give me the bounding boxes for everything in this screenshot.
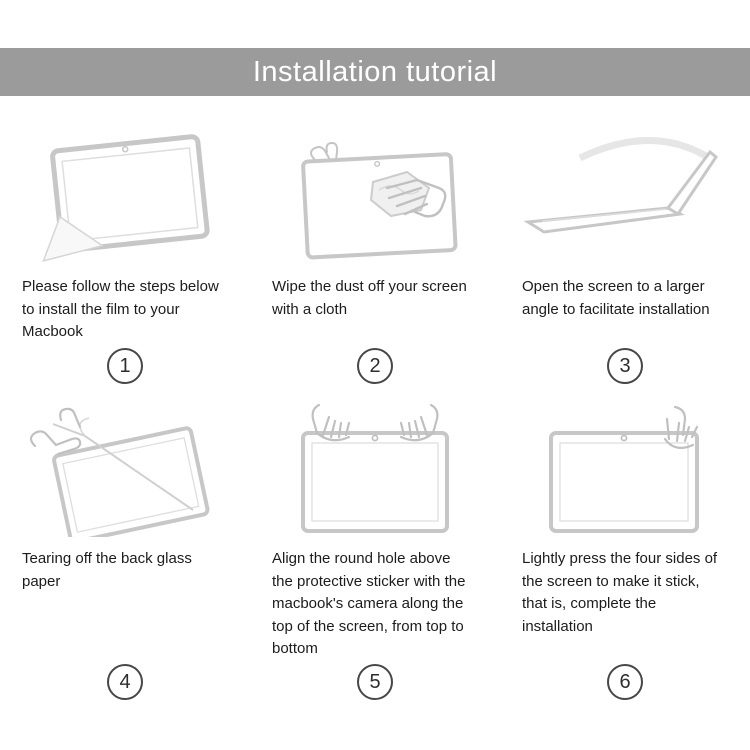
tablet-frame-graphic xyxy=(52,425,210,537)
tablet-frame-graphic xyxy=(301,431,449,533)
wipe-screen-graphic xyxy=(301,141,458,259)
camera-dot-icon xyxy=(371,434,379,442)
step-4-illustration xyxy=(0,394,250,544)
wiping-hand-icon xyxy=(385,178,447,217)
screen-inner-graphic xyxy=(311,442,439,522)
keyboard-line-graphic xyxy=(541,207,667,222)
step-3-caption: Open the screen to a larger angle to fac… xyxy=(522,278,710,318)
film-curl-graphic xyxy=(42,215,104,262)
camera-dot-icon xyxy=(620,434,628,442)
laptop-screen-graphic xyxy=(665,149,718,216)
step-5-illustration xyxy=(250,394,500,544)
step-3-number: 3 xyxy=(619,354,631,377)
step-2: Wipe the dust off your screen with a clo… xyxy=(250,122,500,394)
step-6: Lightly press the four sides of the scre… xyxy=(500,394,750,710)
steadying-hand-icon xyxy=(310,141,339,161)
align-film-graphic xyxy=(301,403,449,533)
peel-film-graphic xyxy=(42,133,210,262)
step-4-number-badge: 4 xyxy=(107,664,143,700)
step-2-number-badge: 2 xyxy=(357,348,393,384)
step-3-number-badge: 3 xyxy=(607,348,643,384)
step-2-illustration xyxy=(250,122,500,272)
pressing-hand-icon xyxy=(663,405,699,450)
step-4-caption: Tearing off the back glass paper xyxy=(22,550,192,590)
tear-back-paper-graphic xyxy=(29,407,210,537)
step-6-number: 6 xyxy=(619,670,631,693)
step-6-illustration xyxy=(500,394,750,544)
step-4: Tearing off the back glass paper 4 xyxy=(0,394,250,710)
step-2-number: 2 xyxy=(369,354,381,377)
steps-grid: Please follow the steps below to install… xyxy=(0,96,750,710)
opening-arc-graphic xyxy=(578,136,708,161)
step-6-caption: Lightly press the four sides of the scre… xyxy=(522,550,718,635)
screen-inner-graphic xyxy=(62,436,200,533)
step-1-caption: Please follow the steps below to install… xyxy=(22,278,219,340)
open-laptop-graphic xyxy=(523,136,718,234)
tablet-frame-graphic xyxy=(549,431,699,533)
header: Installation tutorial xyxy=(0,48,750,96)
step-5-caption: Align the round hole above the protectiv… xyxy=(272,550,466,657)
step-1-number: 1 xyxy=(119,354,131,377)
step-1-illustration xyxy=(0,122,250,272)
step-5: Align the round hole above the protectiv… xyxy=(250,394,500,710)
camera-dot-icon xyxy=(374,160,381,167)
step-1-number-badge: 1 xyxy=(107,348,143,384)
tablet-frame-graphic xyxy=(50,133,210,253)
step-6-number-badge: 6 xyxy=(607,664,643,700)
camera-dot-icon xyxy=(121,145,129,152)
step-2-caption: Wipe the dust off your screen with a clo… xyxy=(272,278,467,318)
step-1: Please follow the steps below to install… xyxy=(0,122,250,394)
cloth-fold-graphic xyxy=(378,184,420,194)
film-curl-graphic xyxy=(79,416,90,436)
step-4-number: 4 xyxy=(119,670,131,693)
screen-inner-graphic xyxy=(61,146,199,242)
step-3: Open the screen to a larger angle to fac… xyxy=(500,122,750,394)
step-5-number: 5 xyxy=(369,670,381,693)
page-title: Installation tutorial xyxy=(252,55,498,88)
press-sides-graphic xyxy=(549,405,699,533)
step-3-illustration xyxy=(500,122,750,272)
right-aligning-hand-icon xyxy=(399,403,439,442)
left-aligning-hand-icon xyxy=(311,403,351,442)
step-5-number-badge: 5 xyxy=(357,664,393,700)
screen-inner-graphic xyxy=(559,442,689,522)
tearing-hands-icon xyxy=(29,407,82,455)
